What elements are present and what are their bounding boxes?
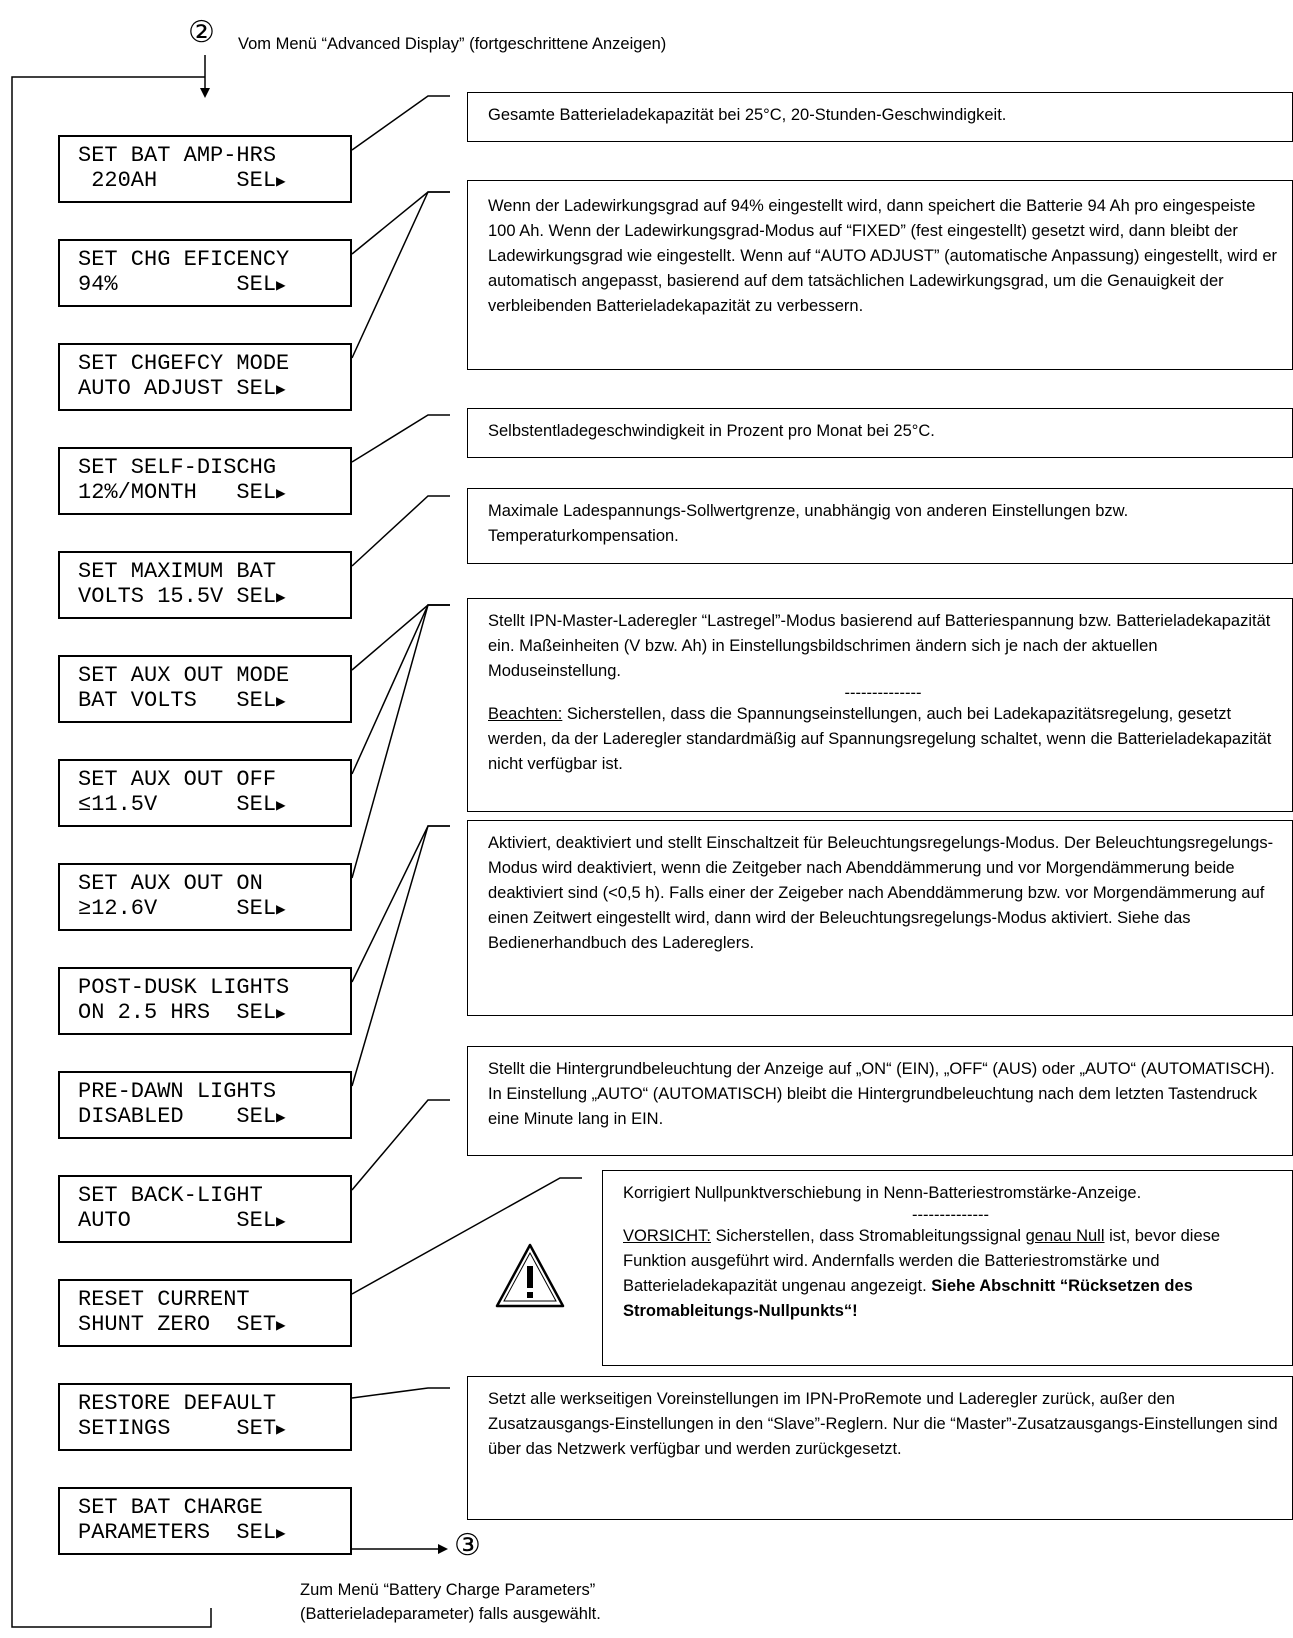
desc-text: Wenn der Ladewirkungsgrad auf 94% einges…	[488, 197, 1278, 315]
entry-marker: ②	[188, 16, 215, 49]
desc-text: Selbstentladegeschwindigkeit in Prozent …	[488, 422, 935, 440]
caution-text-cont: ist, bevor diese Funktion ausgeführt wir…	[623, 1227, 1221, 1295]
screen-line-1: SET AUX OUT ON	[78, 871, 263, 896]
screen-line-2: AUTO ADJUST SEL	[78, 376, 277, 401]
select-arrow-icon: ▶	[276, 1525, 286, 1543]
desc-restore: Setzt alle werkseitigen Voreinstellungen…	[467, 1376, 1293, 1520]
desc-amp-hrs: Gesamte Batterieladekapazität bei 25°C, …	[467, 92, 1293, 142]
select-arrow-icon: ▶	[276, 173, 286, 191]
select-arrow-icon: ▶	[276, 1005, 286, 1023]
select-arrow-icon: ▶	[276, 589, 286, 607]
screen-set-aux-out-off: SET AUX OUT OFF≤11.5V SEL▶	[58, 759, 352, 827]
select-arrow-icon: ▶	[276, 1317, 286, 1335]
desc-separator: --------------	[912, 1206, 989, 1224]
screen-line-1: SET BAT AMP-HRS	[78, 143, 277, 168]
screen-line-1: SET MAXIMUM BAT	[78, 559, 277, 584]
screen-line-1: SET AUX OUT MODE	[78, 663, 290, 688]
desc-text: Stellt IPN-Master-Laderegler “Lastregel”…	[488, 612, 1271, 680]
screen-line-2: SETINGS SET	[78, 1416, 277, 1441]
screen-line-2: PARAMETERS SEL	[78, 1520, 277, 1545]
select-arrow-icon: ▶	[276, 277, 286, 295]
desc-text: Setzt alle werkseitigen Voreinstellungen…	[488, 1390, 1278, 1458]
select-arrow-icon: ▶	[276, 901, 286, 919]
note-text: Sicherstellen, dass die Spannungseinstel…	[488, 705, 1272, 773]
exit-caption-line-2: (Batterieladeparameter) falls ausgewählt…	[300, 1605, 601, 1623]
screen-line-2: AUTO SEL	[78, 1208, 277, 1233]
desc-text: Gesamte Batterieladekapazität bei 25°C, …	[488, 106, 1007, 124]
desc-text: Stellt die Hintergrundbeleuchtung der An…	[488, 1060, 1275, 1128]
screen-line-2: ≤11.5V SEL	[78, 792, 277, 817]
select-arrow-icon: ▶	[276, 1421, 286, 1439]
desc-lights: Aktiviert, deaktiviert und stellt Einsch…	[467, 820, 1293, 1016]
desc-text: Korrigiert Nullpunktverschiebung in Nenn…	[623, 1184, 1142, 1202]
screen-line-2: ON 2.5 HRS SEL	[78, 1000, 277, 1025]
select-arrow-icon: ▶	[276, 485, 286, 503]
screen-line-2: 94% SEL	[78, 272, 277, 297]
screen-line-2: BAT VOLTS SEL	[78, 688, 277, 713]
screen-line-1: RESTORE DEFAULT	[78, 1391, 277, 1416]
select-arrow-icon: ▶	[276, 693, 286, 711]
desc-max-volts: Maximale Ladespannungs-Sollwertgrenze, u…	[467, 488, 1293, 564]
select-arrow-icon: ▶	[276, 1213, 286, 1231]
exit-caption-line-1: Zum Menü “Battery Charge Parameters”	[300, 1581, 596, 1599]
screen-line-1: SET SELF-DISCHG	[78, 455, 277, 480]
caution-underlined: genau Null	[1025, 1227, 1105, 1245]
screen-line-1: SET AUX OUT OFF	[78, 767, 277, 792]
screen-set-aux-out-on: SET AUX OUT ON≥12.6V SEL▶	[58, 863, 352, 931]
screen-line-1: SET CHG EFICENCY	[78, 247, 290, 272]
desc-text: Aktiviert, deaktiviert und stellt Einsch…	[488, 834, 1274, 952]
desc-self-discharge: Selbstentladegeschwindigkeit in Prozent …	[467, 408, 1293, 458]
desc-shunt: Korrigiert Nullpunktverschiebung in Nenn…	[602, 1170, 1293, 1366]
screen-line-1: POST-DUSK LIGHTS	[78, 975, 290, 1000]
screen-line-2: ≥12.6V SEL	[78, 896, 277, 921]
desc-aux-mode: Stellt IPN-Master-Laderegler “Lastregel”…	[467, 598, 1293, 812]
exit-marker: ③	[454, 1529, 481, 1562]
exit-caption: Zum Menü “Battery Charge Parameters” (Ba…	[300, 1578, 601, 1626]
screen-line-2: SHUNT ZERO SET	[78, 1312, 277, 1337]
desc-backlight: Stellt die Hintergrundbeleuchtung der An…	[467, 1046, 1293, 1156]
screen-line-1: SET BAT CHARGE	[78, 1495, 263, 1520]
screen-line-1: SET BACK-LIGHT	[78, 1183, 263, 1208]
screen-line-1: SET CHGEFCY MODE	[78, 351, 290, 376]
screen-set-bat-amp-hrs: SET BAT AMP-HRS 220AH SEL▶	[58, 135, 352, 203]
desc-note: Beachten: Sicherstellen, dass die Spannu…	[488, 702, 1278, 777]
loop-back-line	[11, 76, 212, 1628]
screen-line-1: PRE-DAWN LIGHTS	[78, 1079, 277, 1104]
select-arrow-icon: ▶	[276, 797, 286, 815]
desc-efficiency: Wenn der Ladewirkungsgrad auf 94% einges…	[467, 180, 1293, 370]
desc-separator: --------------	[844, 684, 922, 702]
screen-line-1: RESET CURRENT	[78, 1287, 250, 1312]
screen-line-2: 12%/MONTH SEL	[78, 480, 277, 505]
select-arrow-icon: ▶	[276, 1109, 286, 1127]
desc-text: Maximale Ladespannungs-Sollwertgrenze, u…	[488, 502, 1129, 545]
desc-caution: VORSICHT: Sicherstellen, dass Stromablei…	[623, 1224, 1278, 1324]
warning-icon	[495, 1243, 565, 1308]
caution-bold: Siehe Abschnitt “Rücksetzen des Stromabl…	[623, 1277, 1193, 1320]
entry-caption: Vom Menü “Advanced Display” (fortgeschri…	[238, 35, 667, 53]
screen-line-2: 220AH SEL	[78, 168, 277, 193]
screen-line-2: DISABLED SEL	[78, 1104, 277, 1129]
note-label: Beachten:	[488, 705, 563, 723]
select-arrow-icon: ▶	[276, 381, 286, 399]
caution-label: VORSICHT:	[623, 1227, 712, 1245]
screen-line-2: VOLTS 15.5V SEL	[78, 584, 277, 609]
caution-text: Sicherstellen, dass Stromableitungssigna…	[711, 1227, 1026, 1245]
